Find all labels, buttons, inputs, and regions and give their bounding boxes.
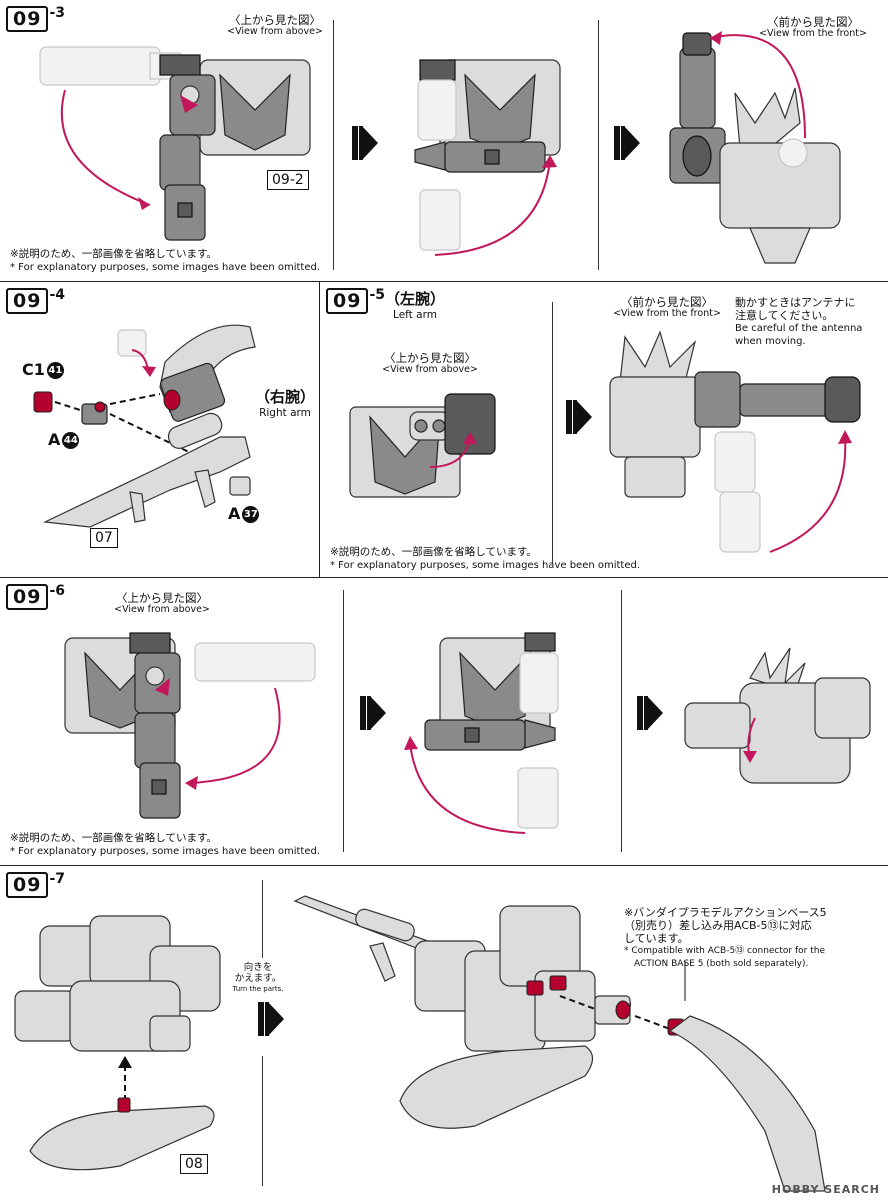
next-arrow-icon <box>258 1002 284 1036</box>
action-base-compat-note: ※バンダイプラモデルアクションベース5 （別売り）差し込み用ACB-5⑬に対応 … <box>624 906 827 969</box>
view-from-front-caption: 〈前から見た図〉 <View from the front> <box>759 15 867 39</box>
omitted-images-note: ※説明のため、一部画像を省略しています。 * For explanatory p… <box>330 546 641 571</box>
next-arrow-icon <box>360 696 386 730</box>
step-09-5-illustration-2 <box>609 330 861 553</box>
step-09-3-illustration-1 <box>39 46 311 241</box>
next-arrow-icon <box>352 126 378 160</box>
step-09-5-illustration-1 <box>349 393 496 498</box>
view-from-above-caption: 〈上から見た図〉 <View from above> <box>114 591 210 615</box>
step-09-7-illustration-1 <box>14 915 221 1171</box>
step-09-3-illustration-2 <box>414 59 561 256</box>
part-ref-07: 07 <box>90 528 118 548</box>
step-09-3-panel: 09 -3 〈上から見た図〉 <View from above> 〈前から見た図… <box>0 0 888 282</box>
left-arm-label: （左腕） Left arm <box>384 290 445 321</box>
step-number: 09 -4 <box>6 287 65 314</box>
hobby-search-watermark: HOBBY SEARCH <box>771 1183 880 1196</box>
step-number: 09 -3 <box>6 5 65 32</box>
right-arm-label: （右腕） Right arm <box>254 388 315 419</box>
step-09-5-panel: 09 -5 （左腕） Left arm 〈上から見た図〉 <View from … <box>320 282 888 578</box>
step-09-3-illustration-3 <box>669 31 841 264</box>
view-from-front-caption: 〈前から見た図〉 <View from the front> <box>613 295 721 319</box>
step-09-6-panel: 09 -6 〈上から見た図〉 <View from above> ※説明のため、… <box>0 578 888 866</box>
step-09-6-illustration-2 <box>404 632 559 834</box>
step-09-7-illustration-2 <box>293 895 826 1192</box>
step-number: 09 -5 <box>326 287 385 314</box>
turn-parts-note: 向きを かえます。 Turn the parts. <box>232 962 284 993</box>
step-number: 09 -7 <box>6 871 65 898</box>
next-arrow-icon <box>614 126 640 160</box>
view-from-above-caption: 〈上から見た図〉 <View from above> <box>227 13 323 37</box>
step-number: 09 -6 <box>6 583 65 610</box>
step-09-6-illustration-3 <box>684 647 871 784</box>
next-arrow-icon <box>566 400 592 434</box>
part-ref-08: 08 <box>180 1154 208 1174</box>
omitted-images-note: ※説明のため、一部画像を省略しています。 * For explanatory p… <box>10 248 321 273</box>
part-ref-09-2: 09-2 <box>267 170 309 190</box>
step-09-4-illustration <box>33 324 256 528</box>
step-09-6-illustration-1 <box>64 632 316 819</box>
antenna-caution-note: 動かすときはアンテナに 注意してください。 Be careful of the … <box>735 296 863 347</box>
step-09-7-panel: 09 -7 08 向きを かえます。 Turn the parts. ※バンダイ… <box>0 866 888 1200</box>
omitted-images-note: ※説明のため、一部画像を省略しています。 * For explanatory p… <box>10 832 321 857</box>
next-arrow-icon <box>637 696 663 730</box>
view-from-above-caption: 〈上から見た図〉 <View from above> <box>382 351 478 375</box>
